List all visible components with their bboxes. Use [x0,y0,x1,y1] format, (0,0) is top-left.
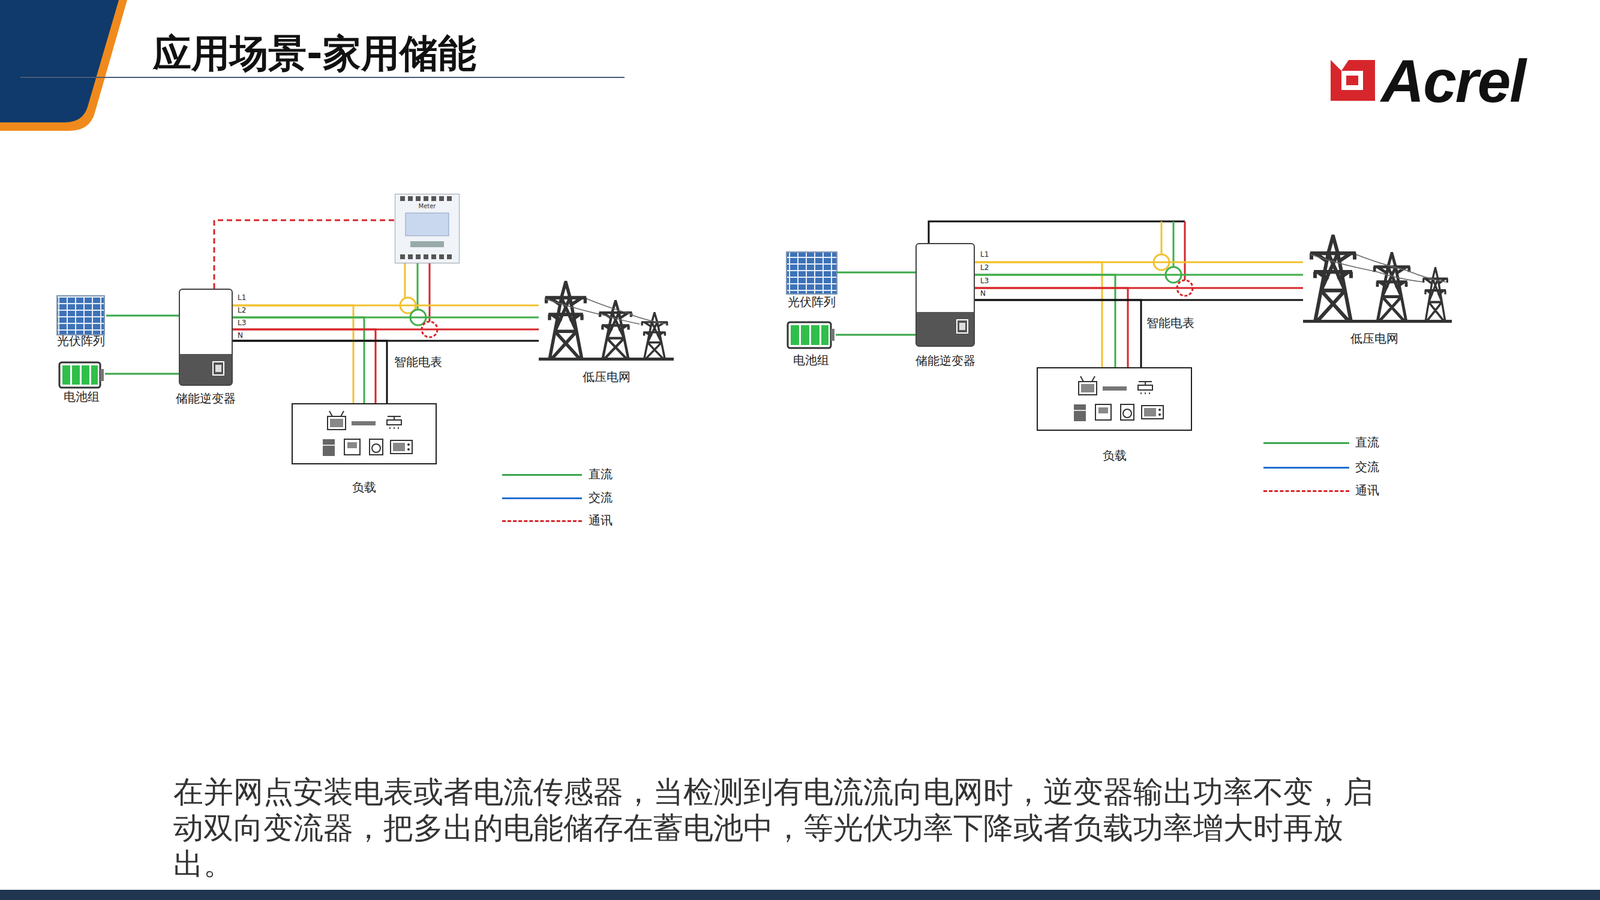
pv-panel [56,295,105,335]
wire [835,334,916,336]
wire-connector [232,305,539,341]
phase-label: N [237,331,243,340]
logo-mark [1330,59,1376,101]
node-label: 光伏阵列 [787,293,836,311]
corner-panel [0,0,119,123]
node-label: 电池组 [63,388,100,405]
legend-sample [1263,442,1350,444]
wire-connector [974,262,1304,300]
meter-label: 智能电表 [394,355,443,369]
wire-connector [106,315,179,317]
wire [214,220,395,289]
wire [974,262,1103,368]
grid-pylons [538,281,674,361]
node-label: 电池组 [793,352,830,369]
inverter-body [179,289,233,386]
legend-sample [1263,466,1350,469]
meter-body [395,194,459,263]
battery-icon [787,322,835,348]
phase-label: L1 [980,250,989,259]
node-label: 低压电网 [582,368,631,386]
node-label: Meter [395,202,459,210]
grid-pylons [1303,235,1452,323]
meter-label: 智能电表 [1146,316,1195,330]
phase-label: L2 [980,263,989,272]
brand-logo: Acrel [1381,47,1526,114]
icon-node: 电池组 [58,359,105,405]
legend-text: 通讯 [588,512,613,528]
battery-icon [59,362,104,388]
bottom-band [0,889,1600,900]
meter-box: Meter [394,193,460,264]
wire [836,271,916,274]
wire [104,373,179,375]
equipment-box: 储能逆变器 [178,288,233,386]
node-label: 光伏阵列 [56,332,105,350]
phase-label: L2 [237,306,246,315]
icon-node: 低压电网 [538,277,674,386]
wire [974,261,1304,264]
legend-text: 交流 [588,490,613,505]
icon-node: 电池组 [786,319,836,369]
node-label: 负载 [1102,447,1127,464]
icon-node: 低压电网 [1303,230,1446,347]
equipment-box: 储能逆变器 [915,242,975,347]
sensor-wiring [928,221,1193,296]
phase-label: N [980,289,986,298]
corner-accent [0,0,128,131]
node-label: 储能逆变器 [175,390,236,407]
slide-title: 应用场景-家用储能 [152,27,477,80]
legend-sample [502,497,582,500]
legend-text: 直流 [1355,434,1380,450]
load-icons [1073,376,1164,422]
wire [974,287,1304,290]
caption: 在并网点安装电表或者电流传感器，当检测到有电流流向电网时，逆变器输出功率不变，启… [173,773,1392,882]
legend-text: 交流 [1355,459,1380,474]
wire-connector [835,334,916,336]
node-label: 低压电网 [1350,330,1399,347]
wire [106,314,179,317]
title-rule [20,76,625,78]
phase-label: L3 [237,319,246,327]
wire-connector [836,272,916,273]
wire [974,274,1304,276]
node-label: 储能逆变器 [915,352,976,369]
legend-text: 直流 [588,466,613,482]
wire [974,299,1142,368]
wire-connector [232,305,387,404]
wire-connector [974,262,1142,368]
legend-text: 通讯 [1355,482,1380,498]
current-sensors [400,263,438,338]
phase-label: L1 [237,293,246,302]
legend-sample [502,473,582,476]
equipment-box: 负载 [291,403,437,465]
node-label: 负载 [352,479,377,496]
legend-sample [502,520,582,522]
wire [974,299,1304,302]
icon-node: 光伏阵列 [55,292,107,350]
inverter-body [916,243,975,347]
equipment-box: 负载 [1036,367,1193,431]
wire [232,340,387,404]
icon-node: 光伏阵列 [786,249,837,311]
phase-label: L3 [980,277,989,285]
wire-connector [104,373,179,375]
wire [232,305,354,404]
wire-connector [214,220,395,289]
legend-sample [1263,490,1350,492]
load-icons [322,410,413,456]
pv-panel [786,251,837,294]
